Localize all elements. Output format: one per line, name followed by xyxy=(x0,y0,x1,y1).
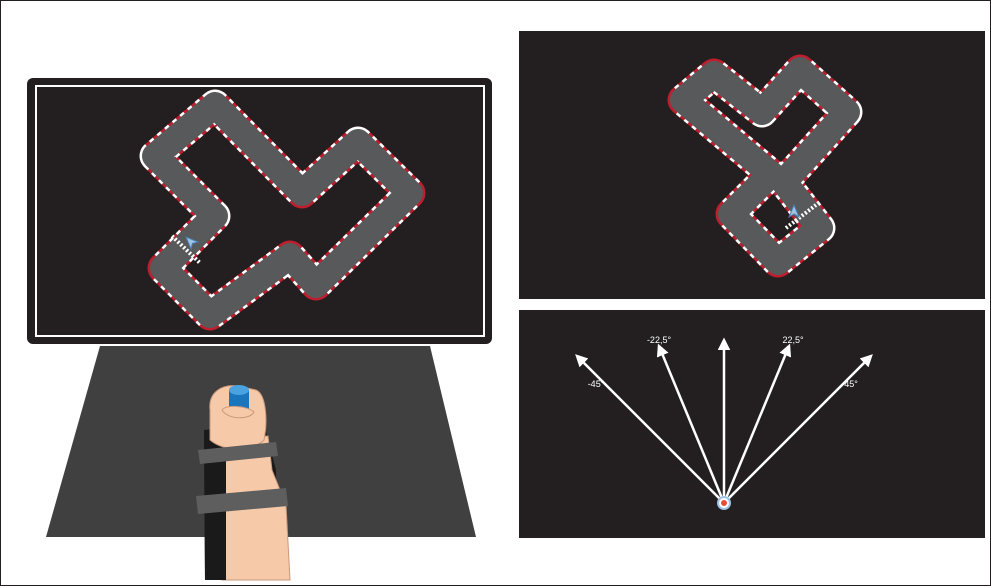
angle-label-45: 45° xyxy=(844,379,858,389)
hand-with-splint xyxy=(196,385,291,581)
cursor-arrow-icon xyxy=(787,203,801,219)
angle-label-22-5: 22,5° xyxy=(782,335,804,345)
setup-illustration xyxy=(27,78,492,581)
start-line xyxy=(170,234,202,265)
splint-straps xyxy=(196,442,288,514)
direction-arrow xyxy=(575,354,725,504)
angle-label-minus-22-5: -22,5° xyxy=(647,335,672,345)
direction-arrow xyxy=(656,343,726,504)
monitor xyxy=(27,78,492,344)
direction-arrows xyxy=(575,337,873,504)
angles-panel: -45° -22,5° 22,5° 45° xyxy=(519,310,985,538)
rotated-track-panel xyxy=(519,31,985,299)
direction-arrow xyxy=(723,354,873,504)
cursor-arrow-icon xyxy=(185,236,200,251)
angle-label-minus-45: -45° xyxy=(588,379,605,389)
direction-arrow xyxy=(722,343,792,504)
monitor-screen xyxy=(35,85,485,337)
